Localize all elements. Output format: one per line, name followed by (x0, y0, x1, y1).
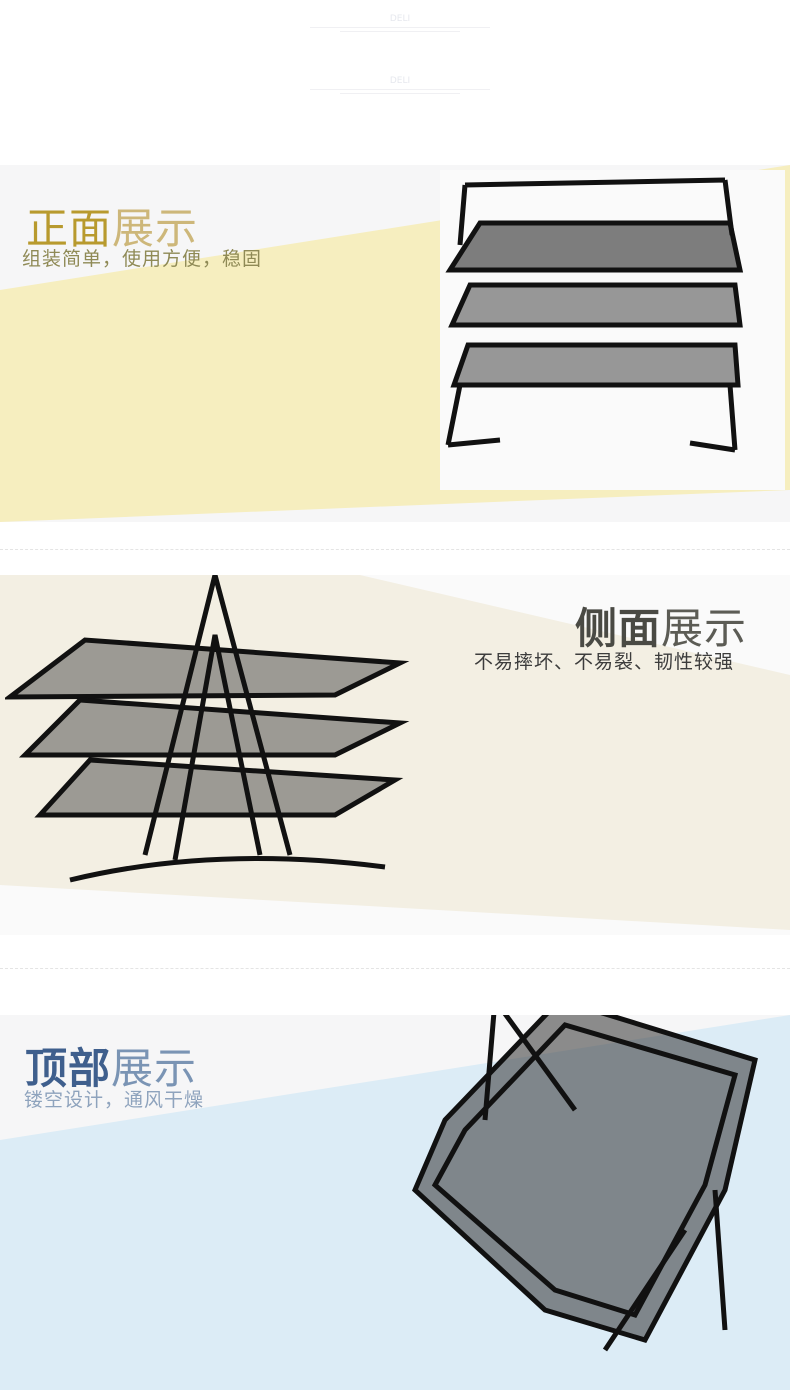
section-subtitle: 镂空设计，通风干燥 (24, 1089, 205, 1111)
title-light: 展示 (112, 204, 199, 253)
divider (0, 549, 790, 550)
tray-front-image (445, 177, 744, 453)
watermark-logo: DELI (389, 76, 411, 86)
section-subtitle: 组装简单，使用方便，稳固 (22, 248, 263, 270)
section-title: 正面展示 (26, 195, 198, 256)
title-light: 展示 (661, 604, 748, 653)
tray-top-image (412, 1015, 758, 1352)
watermark-2: DELI (300, 76, 500, 97)
watermark: DELI (300, 14, 500, 35)
side-view-section: 侧面展示 不易摔坏、不易裂、韧性较强 (0, 575, 790, 935)
title-strong: 侧面 (575, 604, 662, 653)
top-view-section: 顶部展示 镂空设计，通风干燥 (0, 1015, 790, 1390)
title-strong: 正面 (26, 204, 113, 253)
front-view-section: 正面展示 组装简单，使用方便，稳固 (0, 165, 790, 522)
title-strong: 顶部 (25, 1044, 112, 1093)
section-title: 侧面展示 (575, 595, 747, 656)
section-subtitle: 不易摔坏、不易裂、韧性较强 (474, 651, 735, 673)
watermark-logo: DELI (389, 14, 411, 24)
section-title: 顶部展示 (25, 1035, 197, 1096)
divider (0, 968, 790, 969)
title-light: 展示 (111, 1044, 198, 1093)
tray-side-image (5, 575, 410, 883)
